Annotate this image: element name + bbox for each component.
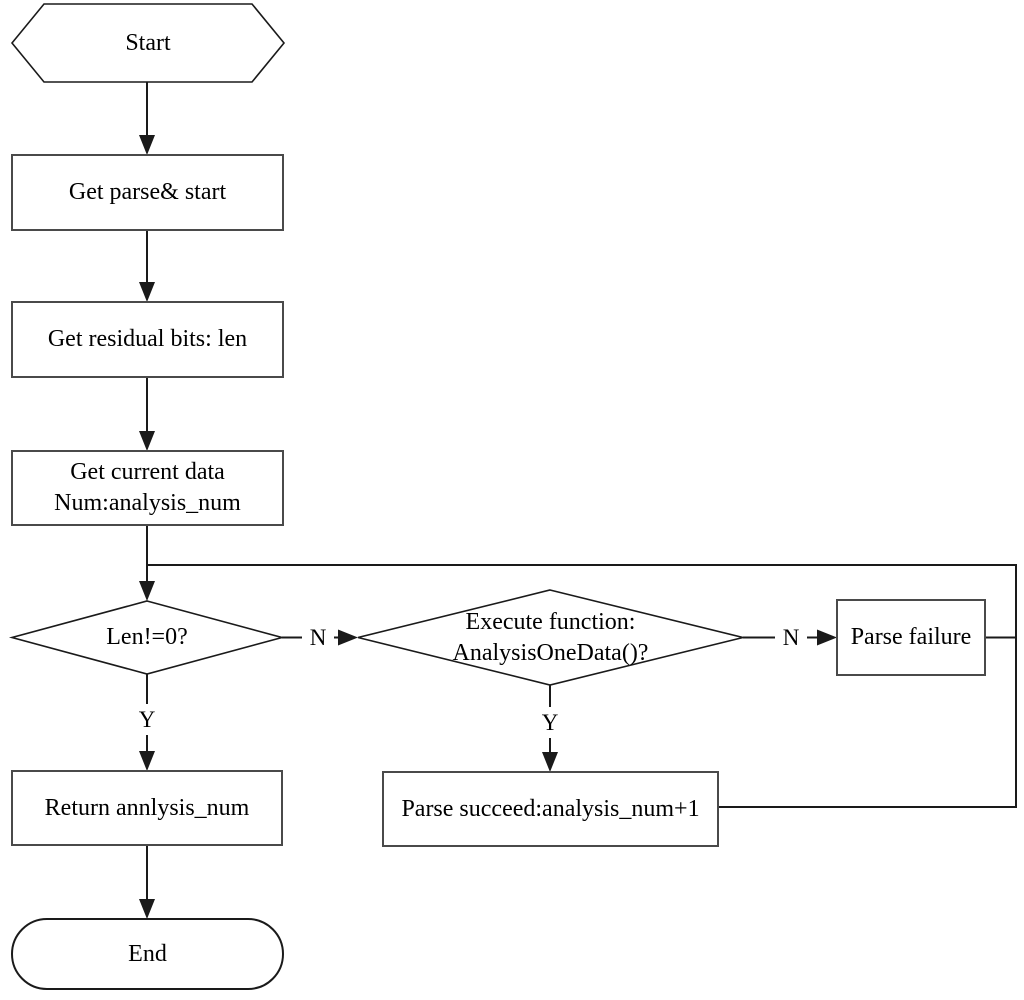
executecheck-decision-shape	[357, 589, 744, 686]
process-shapes	[11, 154, 986, 847]
return-node-shape	[11, 770, 283, 846]
arrowheads	[139, 135, 837, 919]
arrowhead-into-getcurrent	[139, 431, 155, 451]
arrowhead-into-return	[139, 751, 155, 771]
parsesucceed-node-shape	[382, 771, 719, 847]
parsefailure-node-shape	[836, 599, 986, 676]
getparse-node-shape	[11, 154, 284, 231]
arrowhead-into-parsesucceed	[542, 752, 558, 772]
start-node-shape	[10, 3, 286, 83]
arrowhead-into-lencheck	[139, 581, 155, 601]
arrowhead-into-getparse	[139, 135, 155, 155]
terminal-and-decision-shapes	[8, 3, 744, 990]
arrowhead-into-end	[139, 899, 155, 919]
edge-parsesucceed-loopback	[148, 564, 1017, 808]
getresidual-node-shape	[11, 301, 284, 378]
end-node-shape	[11, 918, 284, 990]
lencheck-decision-shape	[8, 600, 286, 675]
arrowhead-into-getresidual	[139, 282, 155, 302]
getcurrent-node-shape	[11, 450, 284, 526]
arrowhead-into-parsefailure	[817, 629, 837, 646]
arrowhead-into-executecheck	[338, 629, 358, 646]
